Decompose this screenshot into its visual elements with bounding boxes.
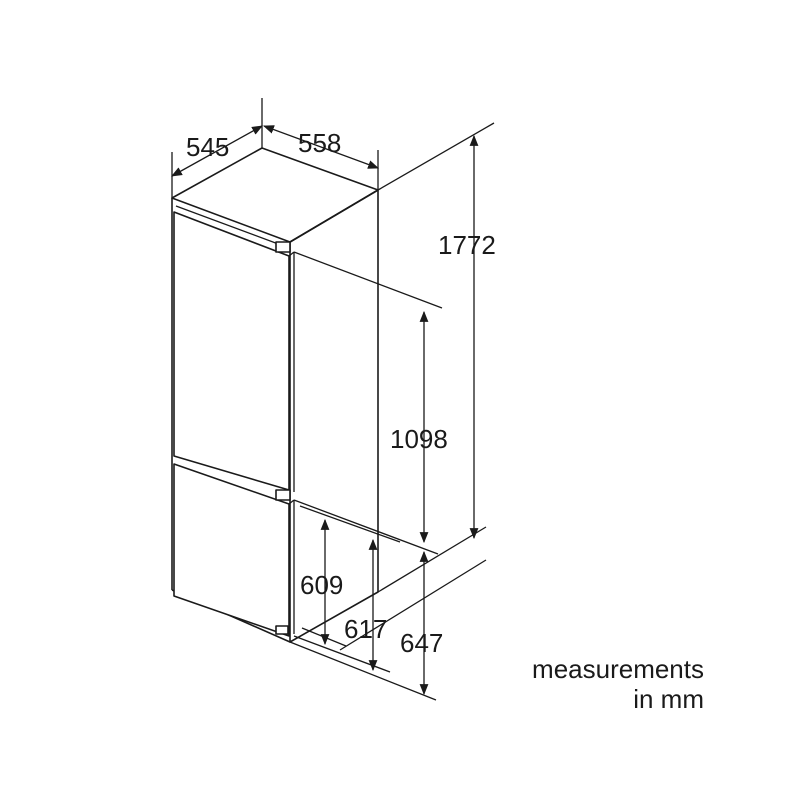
label-total-height: 1772 xyxy=(438,230,496,260)
label-lower-height-b: 617 xyxy=(344,614,387,644)
ext-647-bottom xyxy=(289,641,437,701)
upper-door-corner xyxy=(288,251,295,257)
lower-door-corner xyxy=(288,499,295,505)
note-line-1: measurements xyxy=(532,654,704,684)
unit-note: measurements in mm xyxy=(532,654,704,714)
ext-1098-top xyxy=(293,251,443,309)
ext-609-top xyxy=(299,505,401,543)
dim-line-558 xyxy=(262,125,380,169)
upper-door-top-edge xyxy=(175,205,290,249)
dim-line-545 xyxy=(171,125,263,177)
label-upper-height: 1098 xyxy=(390,424,448,454)
label-width: 558 xyxy=(298,128,341,158)
label-depth: 545 xyxy=(186,132,229,162)
upper-door xyxy=(173,211,290,491)
middle-hinge xyxy=(275,489,291,501)
ext-1772-bottom xyxy=(377,526,487,593)
doors xyxy=(173,205,295,637)
ext-1772-top xyxy=(377,122,495,191)
upper-hinge xyxy=(275,241,291,253)
lower-door xyxy=(173,463,290,637)
ext-609-bottom xyxy=(301,627,347,647)
label-lower-height-c: 647 xyxy=(400,628,443,658)
ext-1098-bottom xyxy=(293,499,439,555)
label-lower-height-a: 609 xyxy=(300,570,343,600)
ext-floor-diagonal xyxy=(339,559,487,651)
dimension-lines xyxy=(171,125,479,696)
lower-hinge xyxy=(275,625,289,635)
note-line-2: in mm xyxy=(633,684,704,714)
dimension-labels: 545 558 1772 1098 609 617 647 xyxy=(186,128,496,658)
